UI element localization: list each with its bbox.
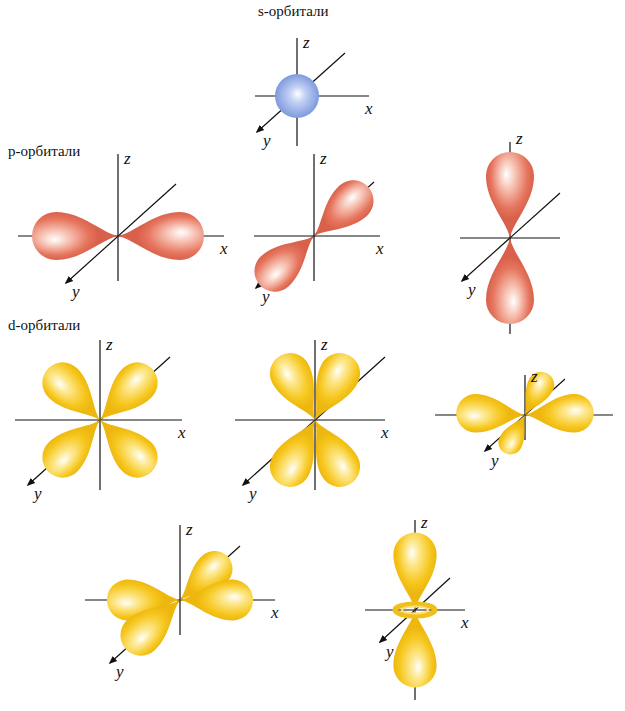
- p-orbital: [246, 172, 382, 300]
- section-heading: d-орбитали: [8, 318, 80, 333]
- axis-label: z: [106, 336, 113, 353]
- p-orbital: [32, 212, 204, 260]
- axis-label: x: [271, 604, 279, 621]
- orbital-lobe: [393, 610, 436, 687]
- axis-label: x: [365, 100, 373, 117]
- orbital-lobe: [300, 172, 382, 251]
- axis-label: y: [263, 132, 271, 149]
- orbital-torus: [402, 607, 428, 614]
- axis-line: [99, 340, 100, 490]
- orbital-lobe: [486, 238, 534, 324]
- axis-label: z: [320, 150, 327, 167]
- axis-label: x: [461, 614, 469, 631]
- axis-label: x: [381, 424, 389, 441]
- axis-line: [257, 53, 345, 132]
- orbital-lobe: [118, 212, 204, 260]
- orbital-lobe: [34, 406, 115, 487]
- orbital-lobe: [263, 346, 333, 430]
- axis-label: y: [386, 643, 394, 660]
- axis-label: y: [249, 485, 257, 502]
- d-orbital: [393, 533, 436, 688]
- axis-label: y: [116, 663, 124, 680]
- orbital-lobe: [486, 152, 534, 238]
- axis-label: y: [491, 452, 499, 469]
- axis-line: [524, 375, 525, 440]
- axis-label: x: [376, 240, 384, 257]
- axis-label: y: [34, 485, 42, 502]
- section-heading: p-орбитали: [8, 144, 80, 159]
- orbital-lobe: [180, 580, 253, 621]
- orbital-lobe: [263, 410, 333, 494]
- orbital-lobe: [32, 212, 118, 260]
- s-orbital-sphere: [275, 74, 319, 118]
- axis-label: y: [468, 281, 476, 298]
- axis-label: y: [262, 288, 270, 305]
- axis-line: [15, 419, 182, 420]
- axis-label: x: [178, 424, 186, 441]
- axis-line: [179, 525, 180, 635]
- orbital-lobe: [494, 409, 535, 458]
- orbital-torus: [395, 604, 435, 616]
- axis-label: z: [303, 34, 310, 51]
- axis-label: z: [124, 150, 131, 167]
- orbital-lobe: [524, 393, 594, 434]
- axis-label: y: [72, 283, 80, 300]
- d-orbital: [263, 346, 368, 494]
- d-orbital: [107, 543, 253, 664]
- axis-label: z: [516, 130, 523, 147]
- axis-line: [313, 154, 314, 281]
- d-orbital: [456, 367, 595, 459]
- axis-line: [243, 357, 385, 485]
- axis-lines: [15, 38, 613, 700]
- axis-label: z: [186, 521, 193, 538]
- axis-line: [117, 154, 118, 281]
- axis-label: z: [421, 514, 428, 531]
- axis-line: [254, 235, 380, 236]
- orbital-lobe: [86, 406, 167, 487]
- orbital-lobe: [393, 533, 436, 610]
- axis-label: z: [531, 368, 538, 385]
- axis-line: [235, 419, 385, 420]
- section-heading: s-орбитали: [258, 4, 329, 19]
- orbital-lobe: [246, 221, 328, 300]
- p-orbital: [486, 152, 534, 324]
- axis-line: [314, 340, 315, 490]
- axis-label: z: [321, 336, 328, 353]
- d-orbital: [34, 354, 166, 486]
- axis-label: x: [220, 240, 228, 257]
- orbital-lobe: [112, 585, 194, 664]
